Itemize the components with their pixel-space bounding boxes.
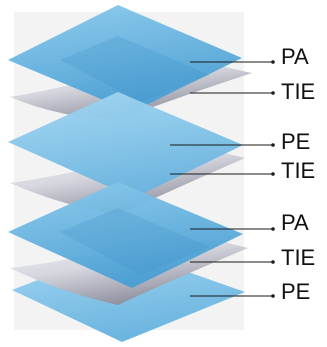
layer-callout-6: TIE bbox=[190, 245, 315, 270]
leader-dot bbox=[271, 60, 275, 64]
leader-dot bbox=[271, 294, 275, 298]
layer-label: PE bbox=[281, 279, 310, 304]
layer-label: PA bbox=[281, 44, 309, 69]
leader-dot bbox=[271, 91, 275, 95]
layer-sheet-pa-2 bbox=[8, 182, 243, 288]
leader-dot bbox=[271, 172, 275, 176]
layer-label: PA bbox=[281, 210, 309, 235]
leader-dot bbox=[271, 143, 275, 147]
layer-label: TIE bbox=[281, 245, 315, 270]
layer-label: TIE bbox=[281, 158, 315, 183]
layer-label: TIE bbox=[281, 79, 315, 104]
layer-callout-5: PA bbox=[190, 210, 309, 235]
layer-callout-1: PA bbox=[190, 44, 309, 69]
layer-callout-2: TIE bbox=[190, 79, 315, 104]
layer-callout-4: TIE bbox=[170, 158, 315, 183]
leader-dot bbox=[271, 260, 275, 264]
layer-sheet-pa-1 bbox=[8, 5, 242, 112]
layer-sheet-pe-1 bbox=[8, 92, 243, 198]
layer-callout-7: PE bbox=[190, 279, 310, 304]
layer-sheet-pa-1-shade bbox=[60, 36, 210, 102]
layer-callout-3: PE bbox=[170, 129, 310, 154]
leader-dot bbox=[271, 227, 275, 231]
layer-sheet-pa-2-shade bbox=[60, 208, 210, 275]
layer-label: PE bbox=[281, 129, 310, 154]
